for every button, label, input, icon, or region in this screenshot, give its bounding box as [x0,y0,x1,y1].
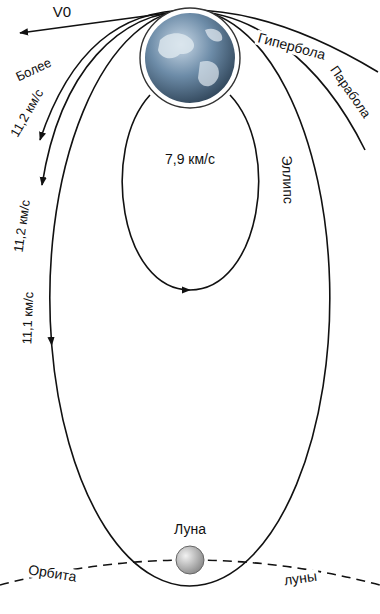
hyperbola-trajectory [40,10,378,140]
speed-label: 11,1 км/с [20,289,36,346]
orbit-label: Орбита [25,562,79,585]
parabola-trajectory [42,11,365,185]
speed-label: 11,2 км/с [11,197,33,255]
moon-globe [176,546,204,574]
earth-globe [140,8,240,108]
trajectory-label: Эллипс [278,154,295,207]
speed-label: Более [12,55,56,86]
speed-label: 7,9 км/с [163,152,217,167]
speed-label: 11,2 км/с [7,85,48,141]
circular-orbit [190,95,259,290]
ellipse-trajectory [52,10,330,586]
trajectory-label: Парабола [326,62,375,123]
trajectory-label: Гипербола [255,30,330,64]
orbit-label: луны [281,569,320,589]
body-label: Луна [172,522,208,537]
velocity-label: V0 [51,4,73,21]
circular-orbit [122,95,190,290]
